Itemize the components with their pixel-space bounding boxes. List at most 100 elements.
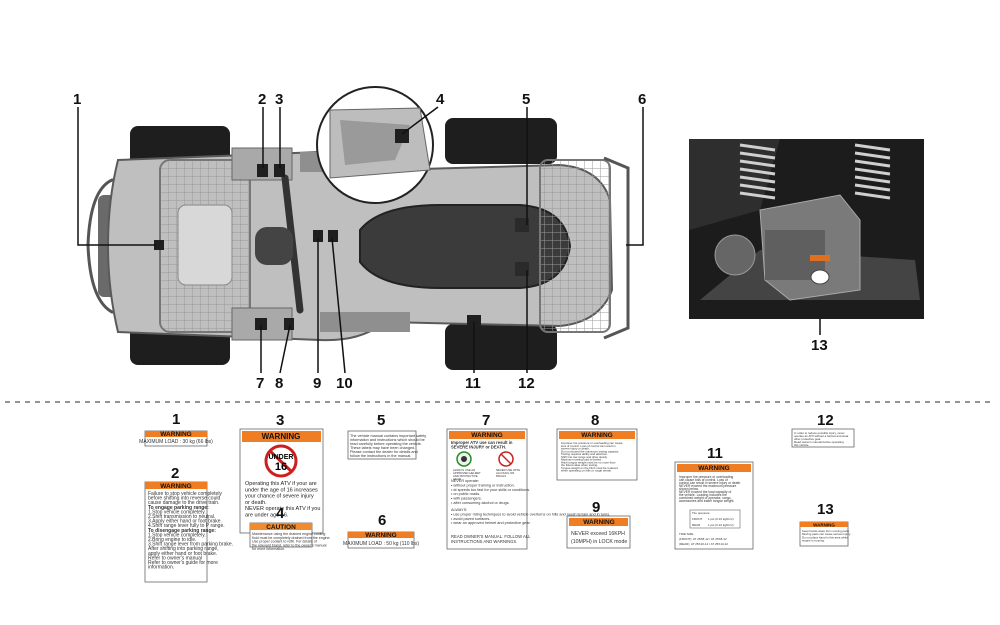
label-9: 9 WARNING NEVER exceed 16KPH (10MPH) in … xyxy=(566,499,631,549)
label-text-line: ALWAYS USE AN xyxy=(453,468,475,472)
svg-text:Improper tire pressure or over: Improper tire pressure or overloading ca… xyxy=(561,441,623,473)
label-text-line: or death. xyxy=(245,500,267,506)
callout-11: 11 xyxy=(465,375,481,392)
label-text-line: • after consuming alcohol or drugs. xyxy=(451,501,510,505)
svg-text:2: 2 xyxy=(171,465,179,482)
label-text-line: • wear an approved helmet and protective… xyxy=(451,521,531,525)
label-text-line: loss of control. Loss of control can res… xyxy=(561,444,616,448)
svg-text:UNDER: UNDER xyxy=(269,454,294,461)
rear-right-wheel xyxy=(445,324,557,370)
label-text-line: Maximum towing load is limited. xyxy=(561,458,602,462)
label-text-line: Towing requires ability and attention. xyxy=(561,452,608,456)
label-location-7[interactable] xyxy=(255,318,267,330)
label-11: 11 WARNING Improper tire pressure or ove… xyxy=(674,445,754,550)
label-text-line: AND PROTECTIVE xyxy=(453,474,478,478)
label-text-line: To disengage parking range: xyxy=(148,528,216,534)
label-text-line: combined weight of operator, cargo, xyxy=(679,496,731,500)
svg-text:WARNING: WARNING xyxy=(365,532,396,539)
label-text-line: 4.Shift range lever fully to P range. xyxy=(148,523,225,529)
callout-3: 3 xyxy=(275,91,283,108)
callout-2: 2 xyxy=(258,91,266,108)
label-text-line: Tongue weight on the hitch must be reduc… xyxy=(561,466,618,470)
label-12: 12 In order to reduce possible injury, n… xyxy=(791,412,855,448)
label-text-line: ALCOHOL OR xyxy=(496,471,514,475)
label-text-line: operate an ATV without a helmet and wear xyxy=(794,434,848,438)
label-text-line: NEVER operate this ATV if you xyxy=(245,506,320,512)
label-text-line: information. xyxy=(148,565,174,571)
svg-text:MAXIMUM LOAD : 30 kg (66 lbs): MAXIMUM LOAD : 30 kg (66 lbs) xyxy=(139,439,213,445)
svg-text:11: 11 xyxy=(707,445,723,462)
label-text-line: 2.Bring engine to idle. xyxy=(148,537,196,543)
svg-text:(10MPH) in LOCK mode: (10MPH) in LOCK mode xyxy=(571,539,627,545)
label-location-10[interactable] xyxy=(328,230,338,242)
svg-text:WARNING: WARNING xyxy=(262,432,301,441)
label-text-line: • avoid paved surfaces. xyxy=(451,517,490,521)
svg-text:READ OWNER'S MANUAL. FOLLOW AL: READ OWNER'S MANUAL. FOLLOW ALLINSTRUCTI… xyxy=(451,534,531,544)
svg-text:5: 5 xyxy=(377,412,385,429)
label-text-line: Do not place hand in this area while xyxy=(802,535,848,539)
label-text-line: shown below. xyxy=(679,487,699,491)
label-text-line: Moving parts can cause serious injury. xyxy=(802,532,851,536)
callout-5: 5 xyxy=(522,91,530,108)
svg-text:(FRONT): AT 25X8-12 / AT 25X8-: (FRONT): AT 25X8-12 / AT 25X8-12 xyxy=(679,537,727,541)
label-text-line: Hitch tongue weight must be no more than xyxy=(561,460,616,464)
rear-bumper xyxy=(603,156,630,340)
label-text-line: The vehicle manual contains important sa… xyxy=(350,434,426,438)
svg-text:3: 3 xyxy=(276,412,284,429)
label-text-line: Keep hands away from moving parts. xyxy=(802,529,850,533)
label-text-line: the relevant brand, refer to the owner's… xyxy=(252,543,327,547)
rear-left-wheel xyxy=(445,118,557,164)
label-text-line: Improper tire pressure or overloading xyxy=(679,475,733,479)
svg-text:7: 7 xyxy=(482,412,490,429)
label-text-line: ALWAYS: xyxy=(451,508,467,512)
label-location-3[interactable] xyxy=(274,164,285,177)
label-7: 7 WARNING Improper ATV use can result in… xyxy=(446,412,610,550)
label-text-line: Refer to owner's manual xyxy=(148,555,202,561)
svg-text:6: 6 xyxy=(378,512,386,529)
label-location-13[interactable] xyxy=(810,269,830,285)
label-text-line: control can result in severe injury or d… xyxy=(679,481,741,485)
rear-rack[interactable] xyxy=(539,159,611,333)
svg-text:1: 1 xyxy=(172,411,180,428)
label-text-line: NEVER exceed the maximum pressure xyxy=(679,484,737,488)
svg-text:FRONT: FRONT xyxy=(692,517,702,521)
label-text-line: the vehicle. Loading includes the xyxy=(679,493,727,497)
svg-text:9: 9 xyxy=(592,499,600,516)
rear-suspension-view xyxy=(689,139,924,319)
svg-text:WARNING: WARNING xyxy=(581,432,612,439)
svg-text:Keep hands away from moving pa: Keep hands away from moving parts.Moving… xyxy=(802,529,851,543)
label-location-4[interactable] xyxy=(395,129,409,143)
callout-9: 9 xyxy=(313,375,321,392)
label-text-line: SEVERE INJURY or DEATH. xyxy=(451,445,506,450)
label-text-line: Please contact the dealer for details an… xyxy=(350,450,418,454)
svg-text:NEVER operate:• without proper: NEVER operate:• without proper training … xyxy=(451,479,530,505)
label-text-line: GEAR xyxy=(453,477,461,481)
label-location-5[interactable] xyxy=(515,218,529,232)
label-text-line: for more information. xyxy=(252,547,285,551)
label-text-line: Read owner's manual before operating xyxy=(794,440,844,444)
label-location-9[interactable] xyxy=(313,230,323,242)
label-text-line: NEVER exceed the load capacity of xyxy=(679,490,731,494)
svg-text:1 psi (0.10 kgf/cm²): 1 psi (0.10 kgf/cm²) xyxy=(708,523,734,527)
svg-text:CAUTION: CAUTION xyxy=(266,524,296,531)
label-text-line: Operating this ATV if your are xyxy=(245,481,317,487)
label-location-1[interactable] xyxy=(154,240,164,250)
svg-text:16: 16 xyxy=(275,461,287,473)
label-location-2[interactable] xyxy=(257,164,268,177)
callout-10: 10 xyxy=(336,375,353,392)
instrument-cluster xyxy=(255,227,293,265)
label-text-line: under the age of 16 increases xyxy=(245,487,318,493)
svg-text:REAR: REAR xyxy=(692,523,701,527)
svg-text:Maintenance using the drained: Maintenance using the drained engine coo… xyxy=(252,532,331,551)
svg-text:NEVER exceed 16KPH: NEVER exceed 16KPH xyxy=(571,531,625,537)
label-text-line: Maintenance using the drained engine coo… xyxy=(252,532,325,536)
callout-8: 8 xyxy=(275,375,283,392)
svg-text:WARNING: WARNING xyxy=(698,465,729,472)
label-text-line: In order to reduce possible injury, neve… xyxy=(794,431,845,435)
label-location-8[interactable] xyxy=(284,318,294,330)
label-text-line: when operating on hills or rough terrain… xyxy=(561,469,612,473)
label-text-line: severe injury or death. xyxy=(561,447,590,451)
label-location-12[interactable] xyxy=(515,262,529,276)
